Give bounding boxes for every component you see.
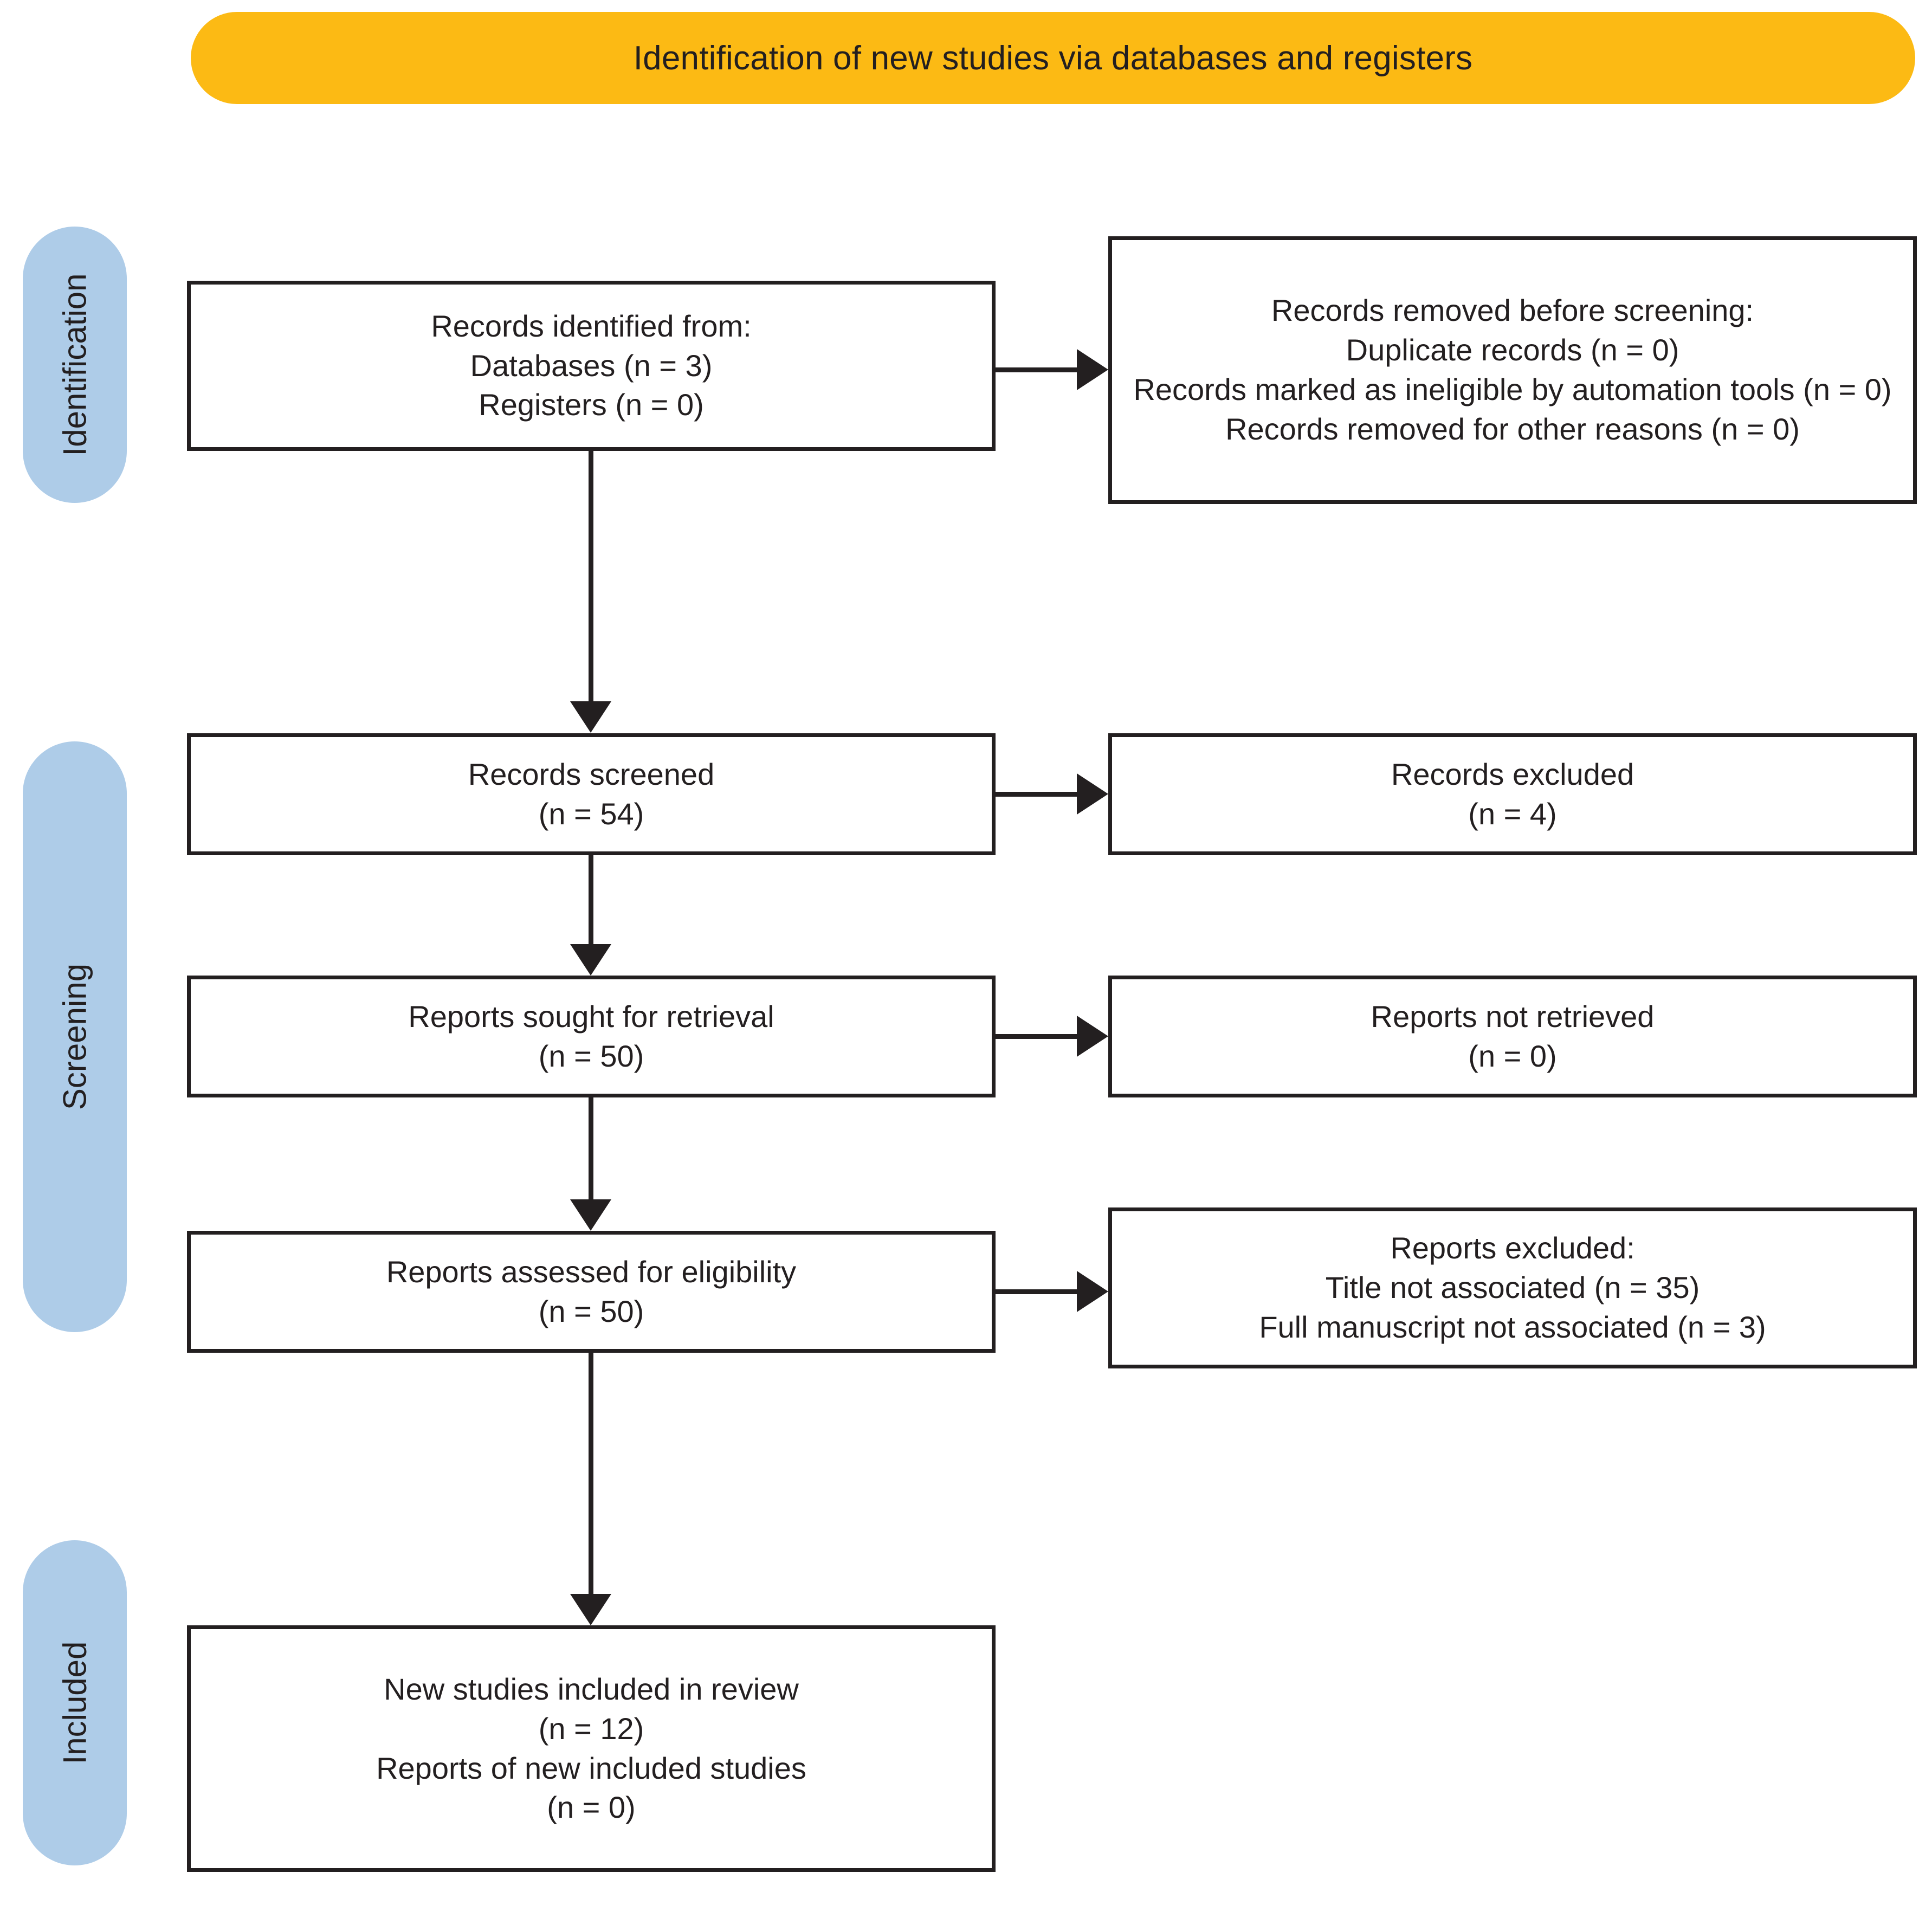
- arrow-right-icon: [1077, 773, 1108, 815]
- box-line: Duplicate records (n = 0): [1346, 333, 1679, 367]
- box-line: Reports not retrieved: [1371, 999, 1655, 1034]
- arrow-down-icon: [570, 1199, 611, 1231]
- box-line: (n = 0): [547, 1790, 636, 1825]
- box-line: (n = 54): [538, 796, 644, 831]
- connector-identified-to-screened: [589, 451, 593, 701]
- box-line: Reports excluded:: [1390, 1231, 1635, 1265]
- box-records-screened: Records screened (n = 54): [187, 733, 996, 855]
- box-line: Registers (n = 0): [479, 388, 704, 422]
- box-records-excluded: Records excluded (n = 4): [1108, 733, 1917, 855]
- box-line: Records removed for other reasons (n = 0…: [1225, 411, 1800, 446]
- box-line: Full manuscript not associated (n = 3): [1259, 1309, 1766, 1344]
- stage-label-screening: Screening: [56, 963, 93, 1110]
- connector-sought-to-not-retrieved: [996, 1034, 1082, 1039]
- box-line: New studies included in review: [384, 1671, 799, 1706]
- arrow-right-icon: [1077, 1271, 1108, 1312]
- connector-assessed-to-reports-excluded: [996, 1289, 1082, 1294]
- box-line: (n = 50): [538, 1038, 644, 1073]
- diagram-title-banner: Identification of new studies via databa…: [191, 12, 1915, 104]
- page-title: Identification of new studies via databa…: [633, 39, 1473, 77]
- arrow-right-icon: [1077, 349, 1108, 390]
- arrow-down-icon: [570, 1594, 611, 1625]
- box-line: Records excluded: [1391, 757, 1634, 791]
- box-line: Records screened: [468, 757, 715, 791]
- box-reports-assessed-for-eligibility: Reports assessed for eligibility (n = 50…: [187, 1231, 996, 1353]
- stage-pill-screening: Screening: [23, 741, 127, 1332]
- connector-identified-to-removed: [996, 367, 1082, 372]
- box-line: (n = 12): [538, 1711, 644, 1746]
- arrow-right-icon: [1077, 1016, 1108, 1057]
- box-line: (n = 4): [1468, 796, 1557, 831]
- box-line: Records identified from:: [431, 308, 752, 343]
- stage-label-identification: Identification: [56, 273, 93, 456]
- connector-screened-to-sought: [589, 855, 593, 944]
- box-line: Reports assessed for eligibility: [386, 1254, 797, 1289]
- box-line: (n = 50): [538, 1294, 644, 1328]
- stage-pill-included: Included: [23, 1540, 127, 1865]
- box-line: Title not associated (n = 35): [1325, 1270, 1700, 1305]
- arrow-down-icon: [570, 944, 611, 976]
- connector-sought-to-assessed: [589, 1097, 593, 1199]
- box-line: Databases (n = 3): [470, 348, 713, 383]
- box-reports-excluded: Reports excluded: Title not associated (…: [1108, 1207, 1917, 1368]
- box-line: Records removed before screening:: [1271, 293, 1754, 328]
- connector-assessed-to-included: [589, 1353, 593, 1594]
- stage-label-included: Included: [56, 1641, 93, 1765]
- arrow-down-icon: [570, 701, 611, 733]
- connector-screened-to-excluded: [996, 792, 1082, 797]
- box-reports-sought-for-retrieval: Reports sought for retrieval (n = 50): [187, 976, 996, 1097]
- box-line: Records marked as ineligible by automati…: [1133, 372, 1892, 406]
- stage-pill-identification: Identification: [23, 227, 127, 503]
- box-line: (n = 0): [1468, 1038, 1557, 1073]
- box-reports-not-retrieved: Reports not retrieved (n = 0): [1108, 976, 1917, 1097]
- box-new-studies-included-in-review: New studies included in review (n = 12) …: [187, 1625, 996, 1872]
- box-records-removed-before-screening: Records removed before screening: Duplic…: [1108, 236, 1917, 504]
- box-line: Reports sought for retrieval: [408, 999, 774, 1034]
- box-line: Reports of new included studies: [376, 1751, 806, 1785]
- box-records-identified: Records identified from: Databases (n = …: [187, 281, 996, 451]
